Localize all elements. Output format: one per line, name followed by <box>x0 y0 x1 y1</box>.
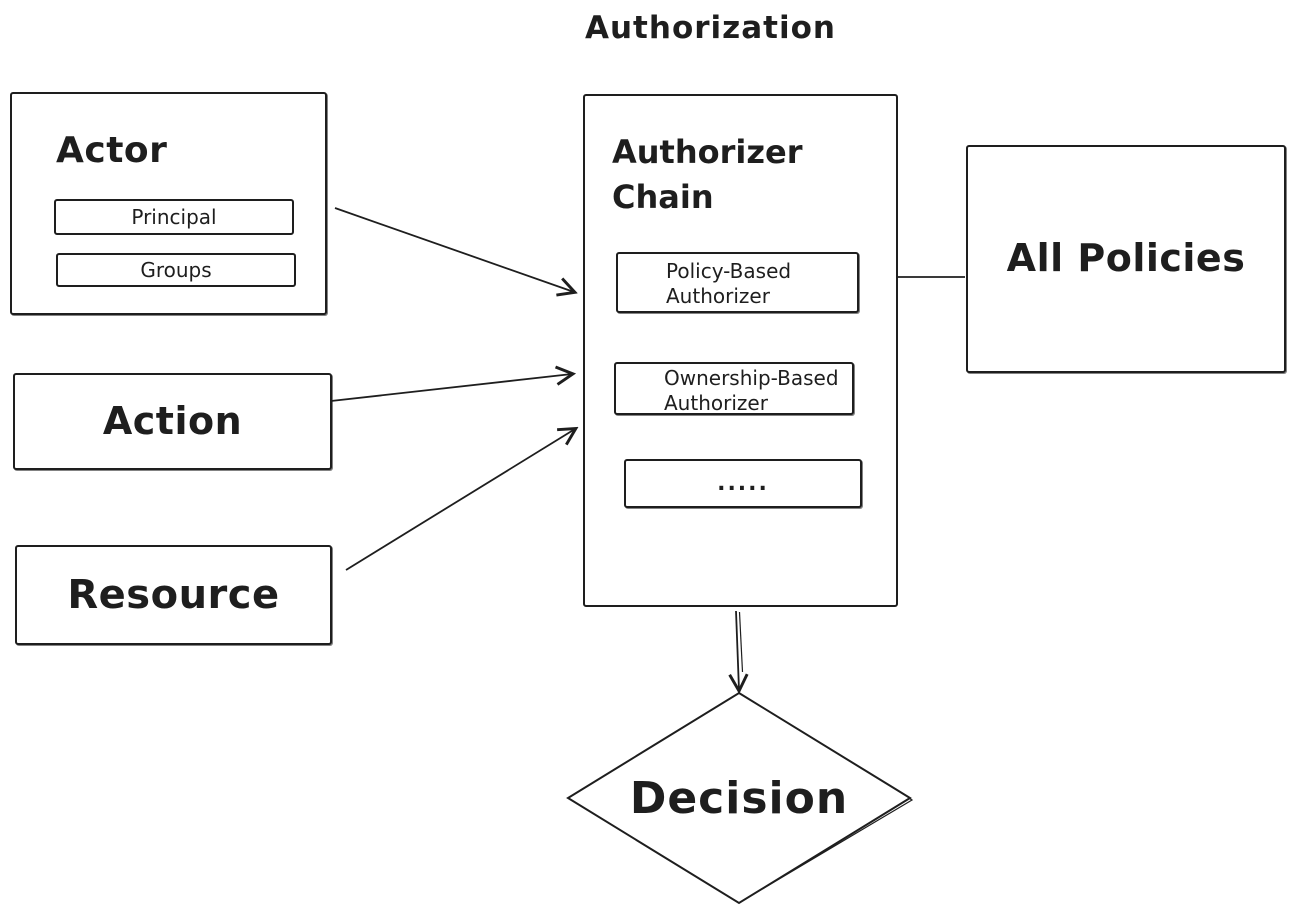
groups-node[interactable]: Groups <box>56 253 296 287</box>
diagram-title: Authorization <box>585 10 836 46</box>
all-policies-label: All Policies <box>1006 236 1246 281</box>
action-label: Action <box>102 398 243 443</box>
groups-label: Groups <box>140 258 212 282</box>
principal-node[interactable]: Principal <box>54 199 294 235</box>
resource-node[interactable]: Resource <box>15 545 332 645</box>
decision-diamond[interactable] <box>566 691 912 905</box>
all-policies-node[interactable]: All Policies <box>966 145 1286 373</box>
actor-label: Actor <box>56 130 168 171</box>
resource-label: Resource <box>67 572 280 618</box>
arrow-chain-to-decision[interactable] <box>736 610 739 690</box>
arrow-chain-to-decision-sketch <box>738 611 744 673</box>
policy-based-authorizer-label: Policy-Based Authorizer <box>666 259 792 308</box>
action-node[interactable]: Action <box>13 373 332 470</box>
authorizer-chain-node[interactable]: Authorizer Chain Policy-Based Authorizer… <box>583 94 898 607</box>
actor-node[interactable]: Actor Principal Groups <box>10 92 327 315</box>
ownership-based-authorizer-node[interactable]: Ownership-Based Authorizer <box>614 362 854 415</box>
arrow-actor-to-chain[interactable] <box>334 207 574 292</box>
arrow-resource-to-chain[interactable] <box>345 429 575 571</box>
ownership-based-authorizer-label: Ownership-Based Authorizer <box>664 366 839 415</box>
more-authorizers-label: ..... <box>717 471 769 496</box>
more-authorizers-node[interactable]: ..... <box>624 459 862 508</box>
arrow-action-to-chain[interactable] <box>330 374 572 402</box>
authorizer-chain-label: Authorizer Chain <box>612 133 803 216</box>
principal-label: Principal <box>131 205 217 229</box>
policy-based-authorizer-node[interactable]: Policy-Based Authorizer <box>616 252 859 313</box>
